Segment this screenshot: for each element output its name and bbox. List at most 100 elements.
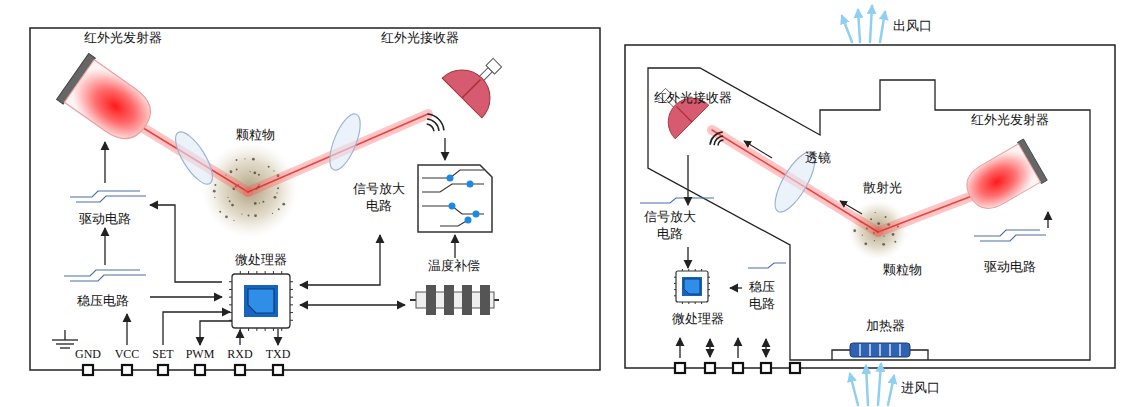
signal-arrow: [687, 155, 688, 205]
ground-symbol: [52, 339, 78, 340]
chamber-outline: [648, 68, 1090, 360]
signal-arrow: [1047, 212, 1048, 228]
particle-cloud: [225, 215, 228, 218]
chip-pin: [674, 295, 676, 296]
pin-wire: [277, 329, 278, 345]
particle-cloud: [282, 203, 285, 206]
pin-pad: [122, 365, 132, 375]
pin-pad: [790, 363, 800, 373]
particle-cloud: [885, 216, 887, 218]
pin-wire: [709, 339, 710, 357]
temperature-resistor: [444, 285, 454, 315]
component-node: 驱动电路: [965, 228, 1055, 276]
airflow: [842, 16, 852, 42]
ir-receiver: [462, 80, 480, 98]
signal-arrow: [104, 142, 105, 183]
signal-waves: [718, 140, 723, 145]
circuit-board: [449, 203, 456, 210]
signal-waves: [710, 132, 723, 145]
particle-cloud: [875, 212, 876, 213]
airflow: [850, 374, 858, 405]
particle-cloud: [882, 243, 885, 246]
component-label: 驱动电路: [79, 211, 131, 228]
pin-wire: [200, 321, 232, 345]
signal-arrow: [454, 235, 455, 258]
chip-pin: [708, 289, 710, 290]
panel-frame: [30, 28, 600, 370]
chip-pin: [674, 277, 676, 278]
chip-pin: [688, 269, 689, 271]
lens: [324, 110, 367, 174]
signal-waves: [710, 132, 723, 145]
pin-pad: [195, 365, 205, 375]
component-label: 稳压 电路: [747, 279, 777, 312]
particle-cloud: [219, 211, 221, 213]
chip-pin: [229, 289, 232, 290]
chip: [682, 277, 702, 296]
pin-pad: [83, 365, 283, 375]
chip: [229, 271, 293, 331]
chip-pin: [248, 271, 249, 274]
particle-cloud: [244, 158, 245, 159]
chip-pin: [256, 328, 257, 331]
ground-symbol: [52, 330, 78, 348]
ir-receiver: [442, 43, 517, 118]
decor-wire: [640, 198, 1046, 268]
component-node: 信号放大 电路: [350, 160, 497, 235]
particle-cloud: [259, 202, 260, 203]
component-label: 红外光发射器: [84, 30, 162, 47]
airflow: [870, 6, 872, 42]
pin-wire: [163, 312, 230, 345]
circuit-board: [418, 165, 492, 232]
particle-cloud: [252, 158, 255, 161]
chip: [244, 285, 278, 317]
ir-emitter: [57, 54, 161, 150]
particle-cloud: [864, 242, 867, 245]
component-label: 温度补偿: [428, 258, 480, 275]
airflow: [858, 10, 860, 42]
particle-cloud: [268, 166, 270, 168]
pin-wire: [126, 314, 127, 345]
chip-pin: [256, 271, 257, 274]
signal-arrow: [730, 287, 742, 288]
signal-arrow: [104, 228, 105, 265]
signal-waves: [714, 136, 723, 145]
part-label: 进风口: [901, 379, 940, 397]
signal-waves: [427, 114, 444, 131]
pin-wire: [737, 338, 738, 358]
chip-pin: [674, 283, 676, 284]
chip-pin: [682, 302, 683, 304]
signal-arrow: [150, 296, 222, 297]
light-beam: [712, 130, 972, 232]
circuit-board: [467, 181, 474, 188]
chip-pin: [674, 269, 710, 304]
chip: [674, 269, 710, 304]
ir-receiver: [442, 58, 501, 117]
particle-cloud: [236, 168, 238, 170]
component-label: 驱动电路: [984, 259, 1036, 276]
chip-pin: [695, 302, 696, 304]
component-node: 稳压 电路: [742, 272, 782, 320]
decor-wire: [748, 263, 786, 268]
light-arrow: [840, 201, 862, 214]
light-arrow: [744, 141, 862, 214]
component-node: 红外光发射器: [55, 30, 190, 142]
pin-pad: [675, 363, 800, 373]
circuit-board: [418, 165, 492, 232]
pin-label: GND: [75, 347, 101, 362]
particle-cloud: [230, 170, 233, 173]
signal-arrow: [300, 235, 380, 285]
light-arrow: [744, 141, 772, 158]
ir-emitter: [959, 139, 1048, 218]
particle-cloud: [258, 174, 260, 176]
particle-cloud: [254, 214, 257, 217]
part-label: 散射光: [863, 179, 902, 197]
chip-pin: [290, 304, 293, 305]
component-node: 红外光发射器: [950, 112, 1070, 212]
chip-pin: [695, 269, 696, 271]
component-node: 红外光接收器: [645, 90, 740, 155]
decor-wire: [980, 235, 1046, 241]
temperature-resistor: [480, 285, 490, 315]
particle-cloud: [274, 196, 277, 199]
pin-label: RXD: [227, 347, 252, 362]
